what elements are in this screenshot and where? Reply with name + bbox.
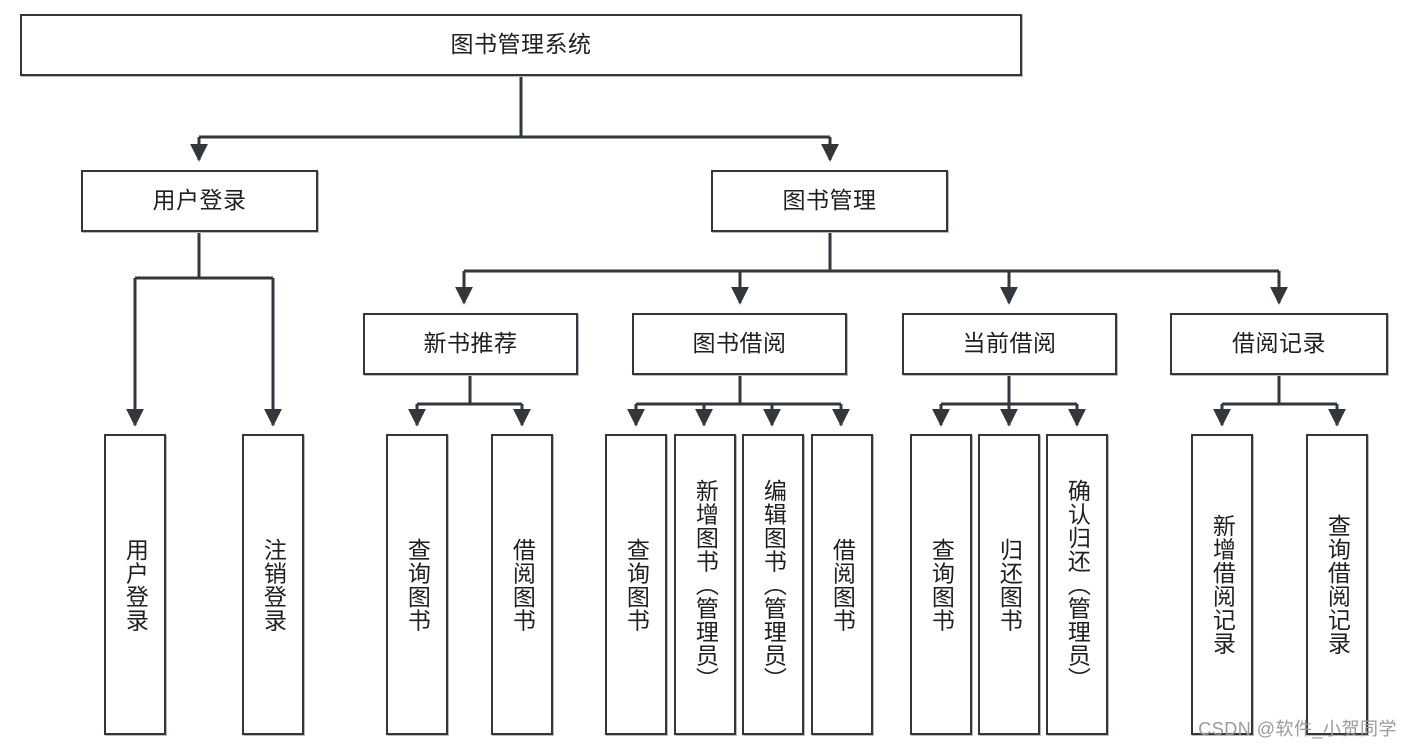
node-book-manage[interactable]: 图书管理 [711,170,948,232]
node-current-borrow-label: 当前借阅 [962,330,1057,357]
node-current-borrow[interactable]: 当前借阅 [902,313,1117,375]
leaf-borrow-record-0-label: 新增借阅记录 [1209,514,1236,655]
leaf-new-book-1[interactable]: 借阅图书 [491,434,553,735]
node-book-borrow-label: 图书借阅 [692,330,787,357]
leaf-borrow-record-1-label: 查询借阅记录 [1324,514,1351,655]
leaf-new-book-1-label: 借阅图书 [509,537,536,632]
leaf-user-login-1[interactable]: 注销登录 [242,434,304,735]
leaf-current-borrow-2-label: 确认归还（管理员） [1064,478,1091,691]
node-borrow-record[interactable]: 借阅记录 [1170,313,1388,375]
leaf-user-login-0-label: 用户登录 [122,537,149,632]
leaf-user-login-0[interactable]: 用户登录 [104,434,166,735]
leaf-book-borrow-3-label: 借阅图书 [829,537,856,632]
leaf-current-borrow-0[interactable]: 查询图书 [910,434,972,735]
leaf-book-borrow-0[interactable]: 查询图书 [605,434,667,735]
node-new-book-recommend[interactable]: 新书推荐 [363,313,578,375]
leaf-borrow-record-0[interactable]: 新增借阅记录 [1191,434,1253,735]
node-borrow-record-label: 借阅记录 [1232,330,1326,357]
leaf-book-borrow-3[interactable]: 借阅图书 [811,434,873,735]
node-user-login[interactable]: 用户登录 [81,170,318,232]
leaf-current-borrow-1[interactable]: 归还图书 [978,434,1040,735]
node-book-manage-label: 图书管理 [782,187,877,214]
leaf-book-borrow-1[interactable]: 新增图书（管理员） [674,434,736,735]
leaf-new-book-0-label: 查询图书 [404,537,431,632]
leaf-current-borrow-0-label: 查询图书 [928,537,955,632]
node-book-borrow[interactable]: 图书借阅 [632,313,847,375]
leaf-book-borrow-1-label: 新增图书（管理员） [692,478,719,691]
leaf-current-borrow-1-label: 归还图书 [996,537,1023,632]
node-root-label: 图书管理系统 [450,31,592,58]
watermark: CSDN @软件_小贺同学 [1198,719,1397,739]
leaf-borrow-record-1[interactable]: 查询借阅记录 [1306,434,1368,735]
leaf-user-login-1-label: 注销登录 [260,537,287,632]
leaf-current-borrow-2[interactable]: 确认归还（管理员） [1046,434,1108,735]
node-user-login-label: 用户登录 [152,187,247,214]
node-new-book-recommend-label: 新书推荐 [423,330,518,357]
node-root[interactable]: 图书管理系统 [20,14,1022,76]
leaf-book-borrow-0-label: 查询图书 [623,537,650,632]
leaf-book-borrow-2-label: 编辑图书（管理员） [760,478,787,691]
leaf-book-borrow-2[interactable]: 编辑图书（管理员） [742,434,804,735]
leaf-new-book-0[interactable]: 查询图书 [386,434,448,735]
